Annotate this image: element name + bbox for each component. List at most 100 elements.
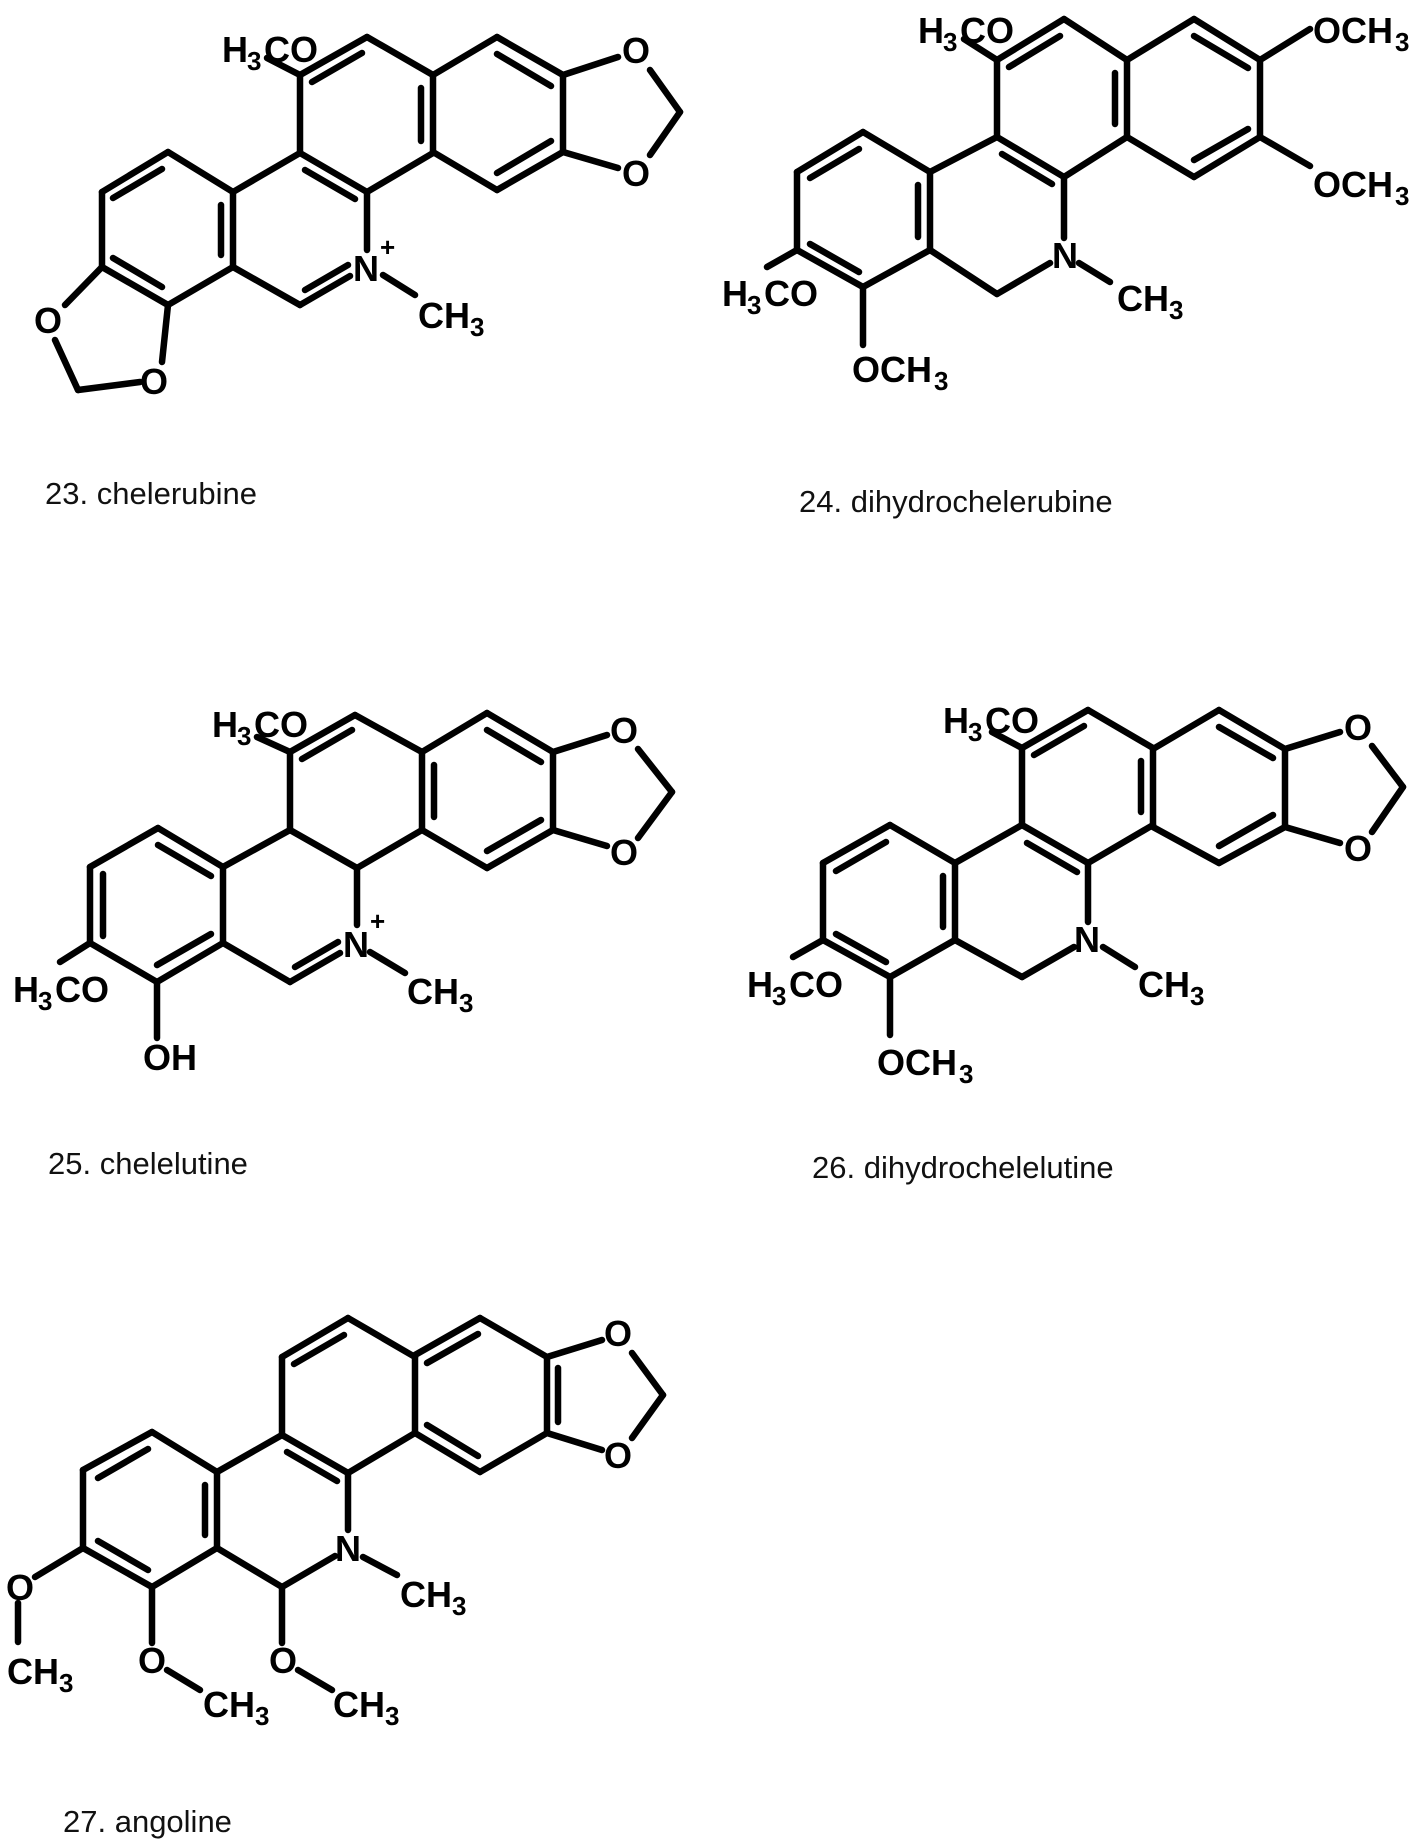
atom-label: 3 <box>1395 181 1409 211</box>
bond <box>493 50 555 90</box>
atom-label: CH <box>1117 278 1169 319</box>
atom-label: OCH <box>1313 10 1393 51</box>
atom-label: 3 <box>237 721 251 751</box>
bond <box>789 936 827 961</box>
atom-label: CH <box>418 295 470 336</box>
bond <box>1060 15 1131 64</box>
atom-label: CH <box>7 1651 59 1692</box>
bond <box>1190 15 1264 64</box>
atom-label: N <box>343 924 369 965</box>
bond <box>634 745 676 796</box>
bond <box>1215 723 1277 762</box>
bond <box>1023 839 1081 876</box>
bond <box>793 246 867 291</box>
atom-label: H <box>918 10 944 51</box>
bond <box>793 128 867 176</box>
bond <box>1190 32 1252 72</box>
bond <box>549 826 611 850</box>
atom-label: O <box>604 1313 632 1354</box>
bond <box>344 1314 419 1361</box>
atom-label: O <box>140 361 168 402</box>
bond <box>278 1431 352 1477</box>
atom-label: CH <box>333 1684 385 1725</box>
bond <box>278 1314 352 1361</box>
atom-label: O <box>610 710 638 751</box>
bond <box>366 948 409 977</box>
bond <box>296 149 371 196</box>
bond <box>1030 722 1088 759</box>
atom-label: H <box>222 29 248 70</box>
atom-label: 3 <box>943 27 957 57</box>
bond <box>301 166 359 203</box>
bond <box>154 841 215 880</box>
bond <box>263 54 304 79</box>
bond <box>213 1431 286 1476</box>
bond <box>363 33 437 79</box>
bond <box>31 1544 87 1581</box>
atom-label: CH <box>407 971 459 1012</box>
bond <box>543 1429 606 1454</box>
bond <box>294 1666 336 1694</box>
bond <box>411 1314 484 1359</box>
bond <box>359 1553 401 1579</box>
bond <box>98 148 172 196</box>
bond <box>1005 32 1064 71</box>
bond <box>806 145 863 182</box>
bond <box>819 821 894 867</box>
bond <box>1368 783 1407 836</box>
bond <box>153 939 227 986</box>
bond <box>1215 706 1289 753</box>
atom-label: CO <box>55 969 109 1010</box>
atom-label: OCH <box>877 1042 957 1083</box>
atom-label: CH <box>203 1684 255 1725</box>
bond <box>286 826 361 872</box>
bond <box>423 1421 482 1460</box>
atom-label: 3 <box>1395 27 1409 57</box>
bond <box>291 938 342 971</box>
atom-label: 3 <box>1190 981 1204 1011</box>
bond <box>219 826 294 871</box>
compound-caption-27: 27. angoline <box>63 1804 232 1839</box>
bond <box>559 53 622 79</box>
bond <box>493 33 567 79</box>
bond <box>549 731 611 756</box>
atom-label: OCH <box>852 349 932 390</box>
bond <box>806 240 863 276</box>
bond <box>493 137 555 177</box>
bond <box>79 1544 156 1591</box>
bond <box>423 1330 482 1367</box>
bond <box>219 939 294 986</box>
bond <box>86 939 161 986</box>
bond <box>429 148 501 194</box>
atom-label: O <box>1344 707 1372 748</box>
bond <box>1018 943 1078 981</box>
atom-label: O <box>622 153 650 194</box>
atom-label: H <box>722 273 748 314</box>
bond <box>634 788 676 842</box>
bond <box>229 149 304 196</box>
atom-label: O <box>1344 828 1372 869</box>
bond <box>411 1429 484 1476</box>
bond <box>148 1428 221 1476</box>
bond <box>1281 728 1344 753</box>
bond <box>483 816 545 855</box>
bond <box>476 1429 551 1476</box>
bond <box>951 821 1026 867</box>
bond <box>1215 811 1277 850</box>
atom-label: 3 <box>470 312 484 342</box>
bond <box>278 1552 339 1591</box>
atom-label: 3 <box>934 366 948 396</box>
atom-label: 3 <box>959 1059 973 1089</box>
bond <box>296 33 371 79</box>
bond <box>483 726 545 766</box>
atom-label: 3 <box>59 1668 73 1698</box>
bond <box>1281 823 1344 847</box>
bond <box>98 263 172 309</box>
atom-label: CO <box>789 964 843 1005</box>
atom-label: O <box>622 30 650 71</box>
bond <box>351 711 426 756</box>
bond <box>94 1537 152 1574</box>
bond <box>926 133 1001 176</box>
